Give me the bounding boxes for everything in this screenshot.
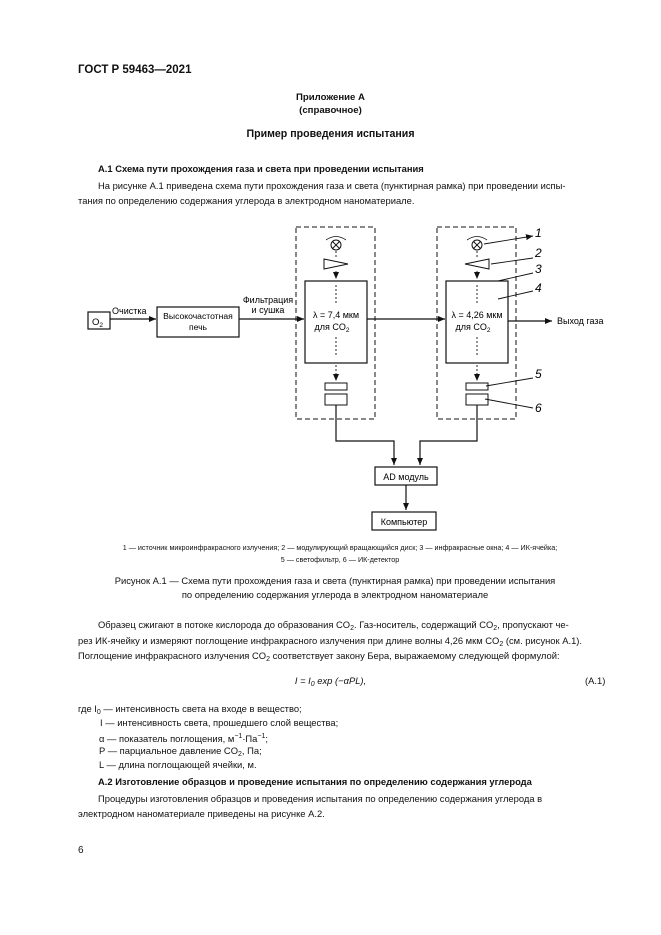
callout-4: 4 bbox=[535, 281, 542, 295]
furnace-box bbox=[156, 306, 240, 338]
page-number: 6 bbox=[78, 845, 84, 856]
callout-1: 1 bbox=[535, 226, 542, 240]
figure-legend-line1: 1 — источник микроинфракрасного излучени… bbox=[122, 543, 558, 552]
where-item-1: где I0 — интенсивность света на входе в … bbox=[78, 703, 302, 716]
body-paragraph-line1: Образец сжигают в потоке кислорода до об… bbox=[98, 619, 569, 632]
computer-box bbox=[371, 511, 437, 531]
section-a1-para-line2: тания по определению содержания углерода… bbox=[78, 195, 415, 206]
ir-source-icon bbox=[330, 239, 342, 251]
detector-1-box bbox=[324, 393, 348, 406]
ir-cell-1-box bbox=[304, 280, 368, 364]
cell-2-assembly bbox=[445, 236, 509, 406]
where-item-4: P — парциальное давление CO2, Па; bbox=[99, 745, 262, 758]
callout-3: 3 bbox=[535, 262, 542, 276]
formula-a1: I = I0 exp (−αPL), bbox=[294, 675, 367, 688]
ir-source-icon bbox=[471, 239, 483, 251]
where-item-3: α — показатель поглощения, м−1·Па−1; bbox=[99, 733, 268, 744]
ir-cell-2-box bbox=[445, 280, 509, 364]
filter-2-box bbox=[465, 382, 489, 391]
appendix-name: Приложение А bbox=[296, 92, 365, 103]
cell-1-label-2: для CO2 bbox=[314, 322, 349, 334]
furnace-label-1: Высокочастотная bbox=[163, 311, 233, 321]
callout-5: 5 bbox=[535, 367, 542, 381]
cleaning-label: Очистка bbox=[112, 306, 146, 316]
callout-2: 2 bbox=[534, 246, 542, 260]
where-item-2: I — интенсивность света, прошедшего слой… bbox=[100, 717, 339, 728]
body-paragraph-line3: Поглощение инфракрасного излучения CO2 с… bbox=[78, 650, 560, 663]
gas-output-label: Выход газа bbox=[557, 316, 604, 326]
ad-module-label: AD модуль bbox=[383, 472, 429, 482]
furnace-label-2: печь bbox=[189, 322, 208, 332]
o2-label: O2 bbox=[92, 317, 103, 329]
cell-2-label-2: для CO2 bbox=[455, 322, 490, 334]
cell-1-assembly bbox=[304, 236, 368, 406]
where-item-5: L — длина поглощающей ячейки, м. bbox=[99, 759, 257, 770]
filter-label-1: Фильтрация bbox=[243, 295, 293, 305]
standard-number: ГОСТ Р 59463—2021 bbox=[78, 64, 192, 76]
gas-light-path-diagram: O2 Очистка Высокочастотная печь Фильтрац… bbox=[87, 226, 604, 531]
appendix-title: Пример проведения испытания bbox=[246, 128, 415, 140]
section-a2-para-line1: Процедуры изготовления образцов и провед… bbox=[98, 793, 543, 804]
section-a2-para-line2: электродном наноматериале приведены на р… bbox=[78, 808, 325, 819]
section-a1-heading: А.1 Схема пути прохождения газа и света … bbox=[98, 163, 424, 174]
section-a2-heading: А.2 Изготовление образцов и проведение и… bbox=[98, 776, 532, 787]
body-paragraph-line2: рез ИК-ячейку и измеряют поглощение инфр… bbox=[78, 635, 583, 648]
figure-legend-line2: 5 — светофильтр, 6 — ИК-детектор bbox=[280, 555, 400, 564]
o2-box bbox=[87, 311, 111, 330]
formula-number: (А.1) bbox=[585, 675, 606, 686]
figure-caption-line1: Рисунок А.1 — Схема пути прохождения газ… bbox=[114, 575, 556, 586]
modulator-disk-icon bbox=[323, 258, 349, 270]
detector-2-box bbox=[465, 393, 489, 406]
cell-1-label-1: λ = 7,4 мкм bbox=[313, 310, 359, 320]
figure-caption-line2: по определению содержания углерода в эле… bbox=[181, 589, 489, 600]
section-a1-para-line1: На рисунке А.1 приведена схема пути прох… bbox=[98, 180, 566, 191]
filter-label-2: и сушка bbox=[252, 305, 285, 315]
callout-6: 6 bbox=[535, 401, 542, 415]
modulator-disk-icon bbox=[464, 258, 490, 270]
filter-1-box bbox=[324, 382, 348, 391]
computer-label: Компьютер bbox=[381, 517, 428, 527]
appendix-type: (справочное) bbox=[299, 105, 362, 116]
cell-2-label-1: λ = 4,26 мкм bbox=[451, 310, 502, 320]
